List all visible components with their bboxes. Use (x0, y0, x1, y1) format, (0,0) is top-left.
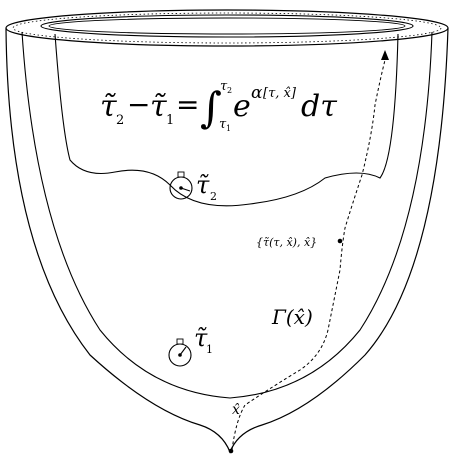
hypersurface-curve (54, 33, 399, 207)
clock-upper (169, 171, 193, 200)
eq-tau-tilde-1-sub: 1 (166, 113, 174, 128)
eq-tau-tilde-2-sub: 2 (116, 113, 124, 128)
eq-upper-limit: τ (220, 79, 228, 94)
rim-outer-ellipse (5, 9, 449, 47)
eq-exp-alpha: α (251, 83, 263, 103)
eq-differential: dτ (301, 89, 337, 124)
eq-upper-limit-sub: 2 (227, 86, 232, 95)
proper-time-equation: τ̃ 2 − τ̃ 1 = ∫ τ 2 τ 1 e α [τ, x̂] dτ (100, 79, 337, 133)
clock-lower-label: τ̃ (194, 324, 208, 352)
rim-dotted-ellipse (12, 12, 442, 44)
worldline-arrowhead (381, 50, 389, 60)
clock-lower-label-sub: 1 (206, 343, 213, 356)
origin-label: x̂ (232, 402, 240, 418)
clock-upper-label: τ̃ (196, 171, 210, 199)
eq-exp-base: e (233, 89, 251, 124)
origin-dot (228, 448, 234, 454)
inner-cup-outline (21, 31, 433, 399)
eq-minus: − (127, 88, 150, 121)
eq-tau-tilde-2: τ̃ (100, 89, 117, 124)
eq-lower-limit: τ (219, 117, 227, 132)
eq-equals: = (176, 88, 199, 121)
curve-label: Γ(x̂) (271, 305, 313, 329)
eq-integral-sign: ∫ (200, 83, 222, 132)
worldline-point-label: {τ̃(τ, x̂), x̂} (256, 236, 317, 249)
eq-tau-tilde-1: τ̃ (150, 89, 167, 124)
eq-lower-limit-sub: 1 (226, 124, 231, 133)
eq-exp-args: [τ, x̂] (263, 86, 297, 101)
worldline-curve (231, 59, 386, 451)
clock-upper-label-sub: 2 (210, 190, 217, 203)
worldline-point-dot (337, 238, 343, 244)
rim-inner-ellipse-a (40, 14, 414, 38)
rim-inner-ellipse-b (48, 17, 406, 35)
clock-lower (168, 338, 192, 367)
